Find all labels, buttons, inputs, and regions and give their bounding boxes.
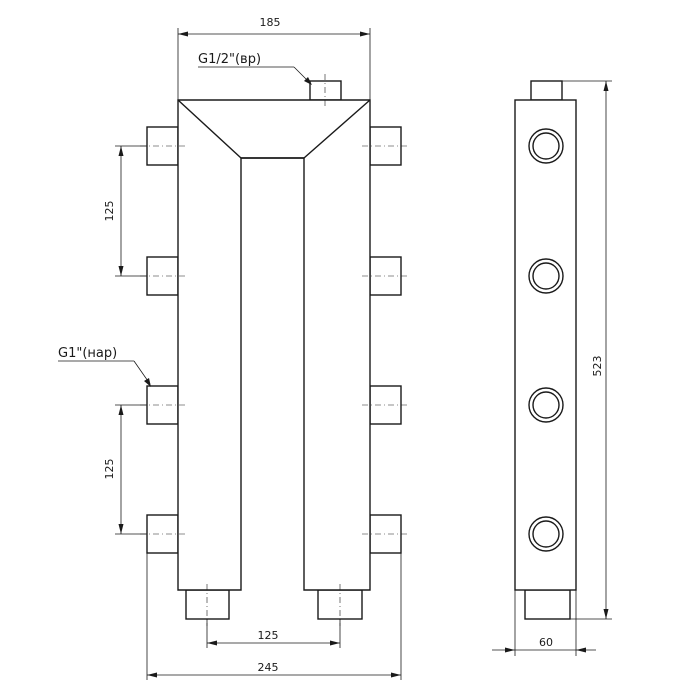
side-port-1-inner bbox=[532, 132, 560, 160]
side-bottom-nozzle bbox=[524, 589, 571, 620]
side-top-nozzle bbox=[530, 80, 563, 101]
side-view bbox=[514, 80, 577, 620]
dim-height-label: 523 bbox=[591, 356, 604, 377]
left-nozzles bbox=[146, 126, 179, 554]
dim-overall-width: 245 bbox=[146, 553, 402, 680]
side-port-2-outer bbox=[528, 258, 564, 294]
right-nozzle-2 bbox=[369, 256, 402, 296]
side-port-3-inner bbox=[532, 391, 560, 419]
callout-top-thread: G1/2"(вр) bbox=[198, 52, 312, 85]
dim-pitch-upper: 125 bbox=[103, 145, 147, 277]
dim-depth: 60 bbox=[492, 590, 596, 656]
dim-bottom-pitch-label: 125 bbox=[258, 629, 279, 642]
dim-depth-label: 60 bbox=[539, 636, 553, 649]
front-body-outline bbox=[177, 99, 371, 591]
front-view bbox=[140, 74, 408, 626]
side-ports bbox=[528, 128, 564, 552]
right-nozzle-1 bbox=[369, 126, 402, 166]
front-body-funnel bbox=[177, 99, 371, 159]
side-port-4-outer bbox=[528, 516, 564, 552]
callout-top-thread-label: G1/2"(вр) bbox=[198, 52, 261, 67]
callout-side-thread: G1"(нар) bbox=[58, 346, 151, 387]
side-port-1-outer bbox=[528, 128, 564, 164]
callout-side-thread-label: G1"(нар) bbox=[58, 346, 117, 361]
side-port-3-outer bbox=[528, 387, 564, 423]
dim-top-width-label: 185 bbox=[260, 16, 281, 29]
right-nozzle-3 bbox=[369, 385, 402, 425]
dim-bottom-pitch: 125 bbox=[206, 619, 341, 648]
right-nozzles bbox=[369, 126, 402, 554]
dim-top-width: 185 bbox=[177, 16, 371, 100]
right-nozzle-4 bbox=[369, 514, 402, 554]
side-port-2-inner bbox=[532, 262, 560, 290]
top-air-vent-nozzle bbox=[309, 80, 342, 101]
dim-pitch-upper-label: 125 bbox=[103, 201, 116, 222]
dim-overall-width-label: 245 bbox=[258, 661, 279, 674]
side-body-outline bbox=[514, 99, 577, 591]
dim-pitch-lower-label: 125 bbox=[103, 459, 116, 480]
bottom-left-nozzle bbox=[185, 589, 230, 620]
dim-pitch-lower: 125 bbox=[103, 404, 147, 535]
side-port-4-inner bbox=[532, 520, 560, 548]
dim-height: 523 bbox=[562, 80, 612, 620]
